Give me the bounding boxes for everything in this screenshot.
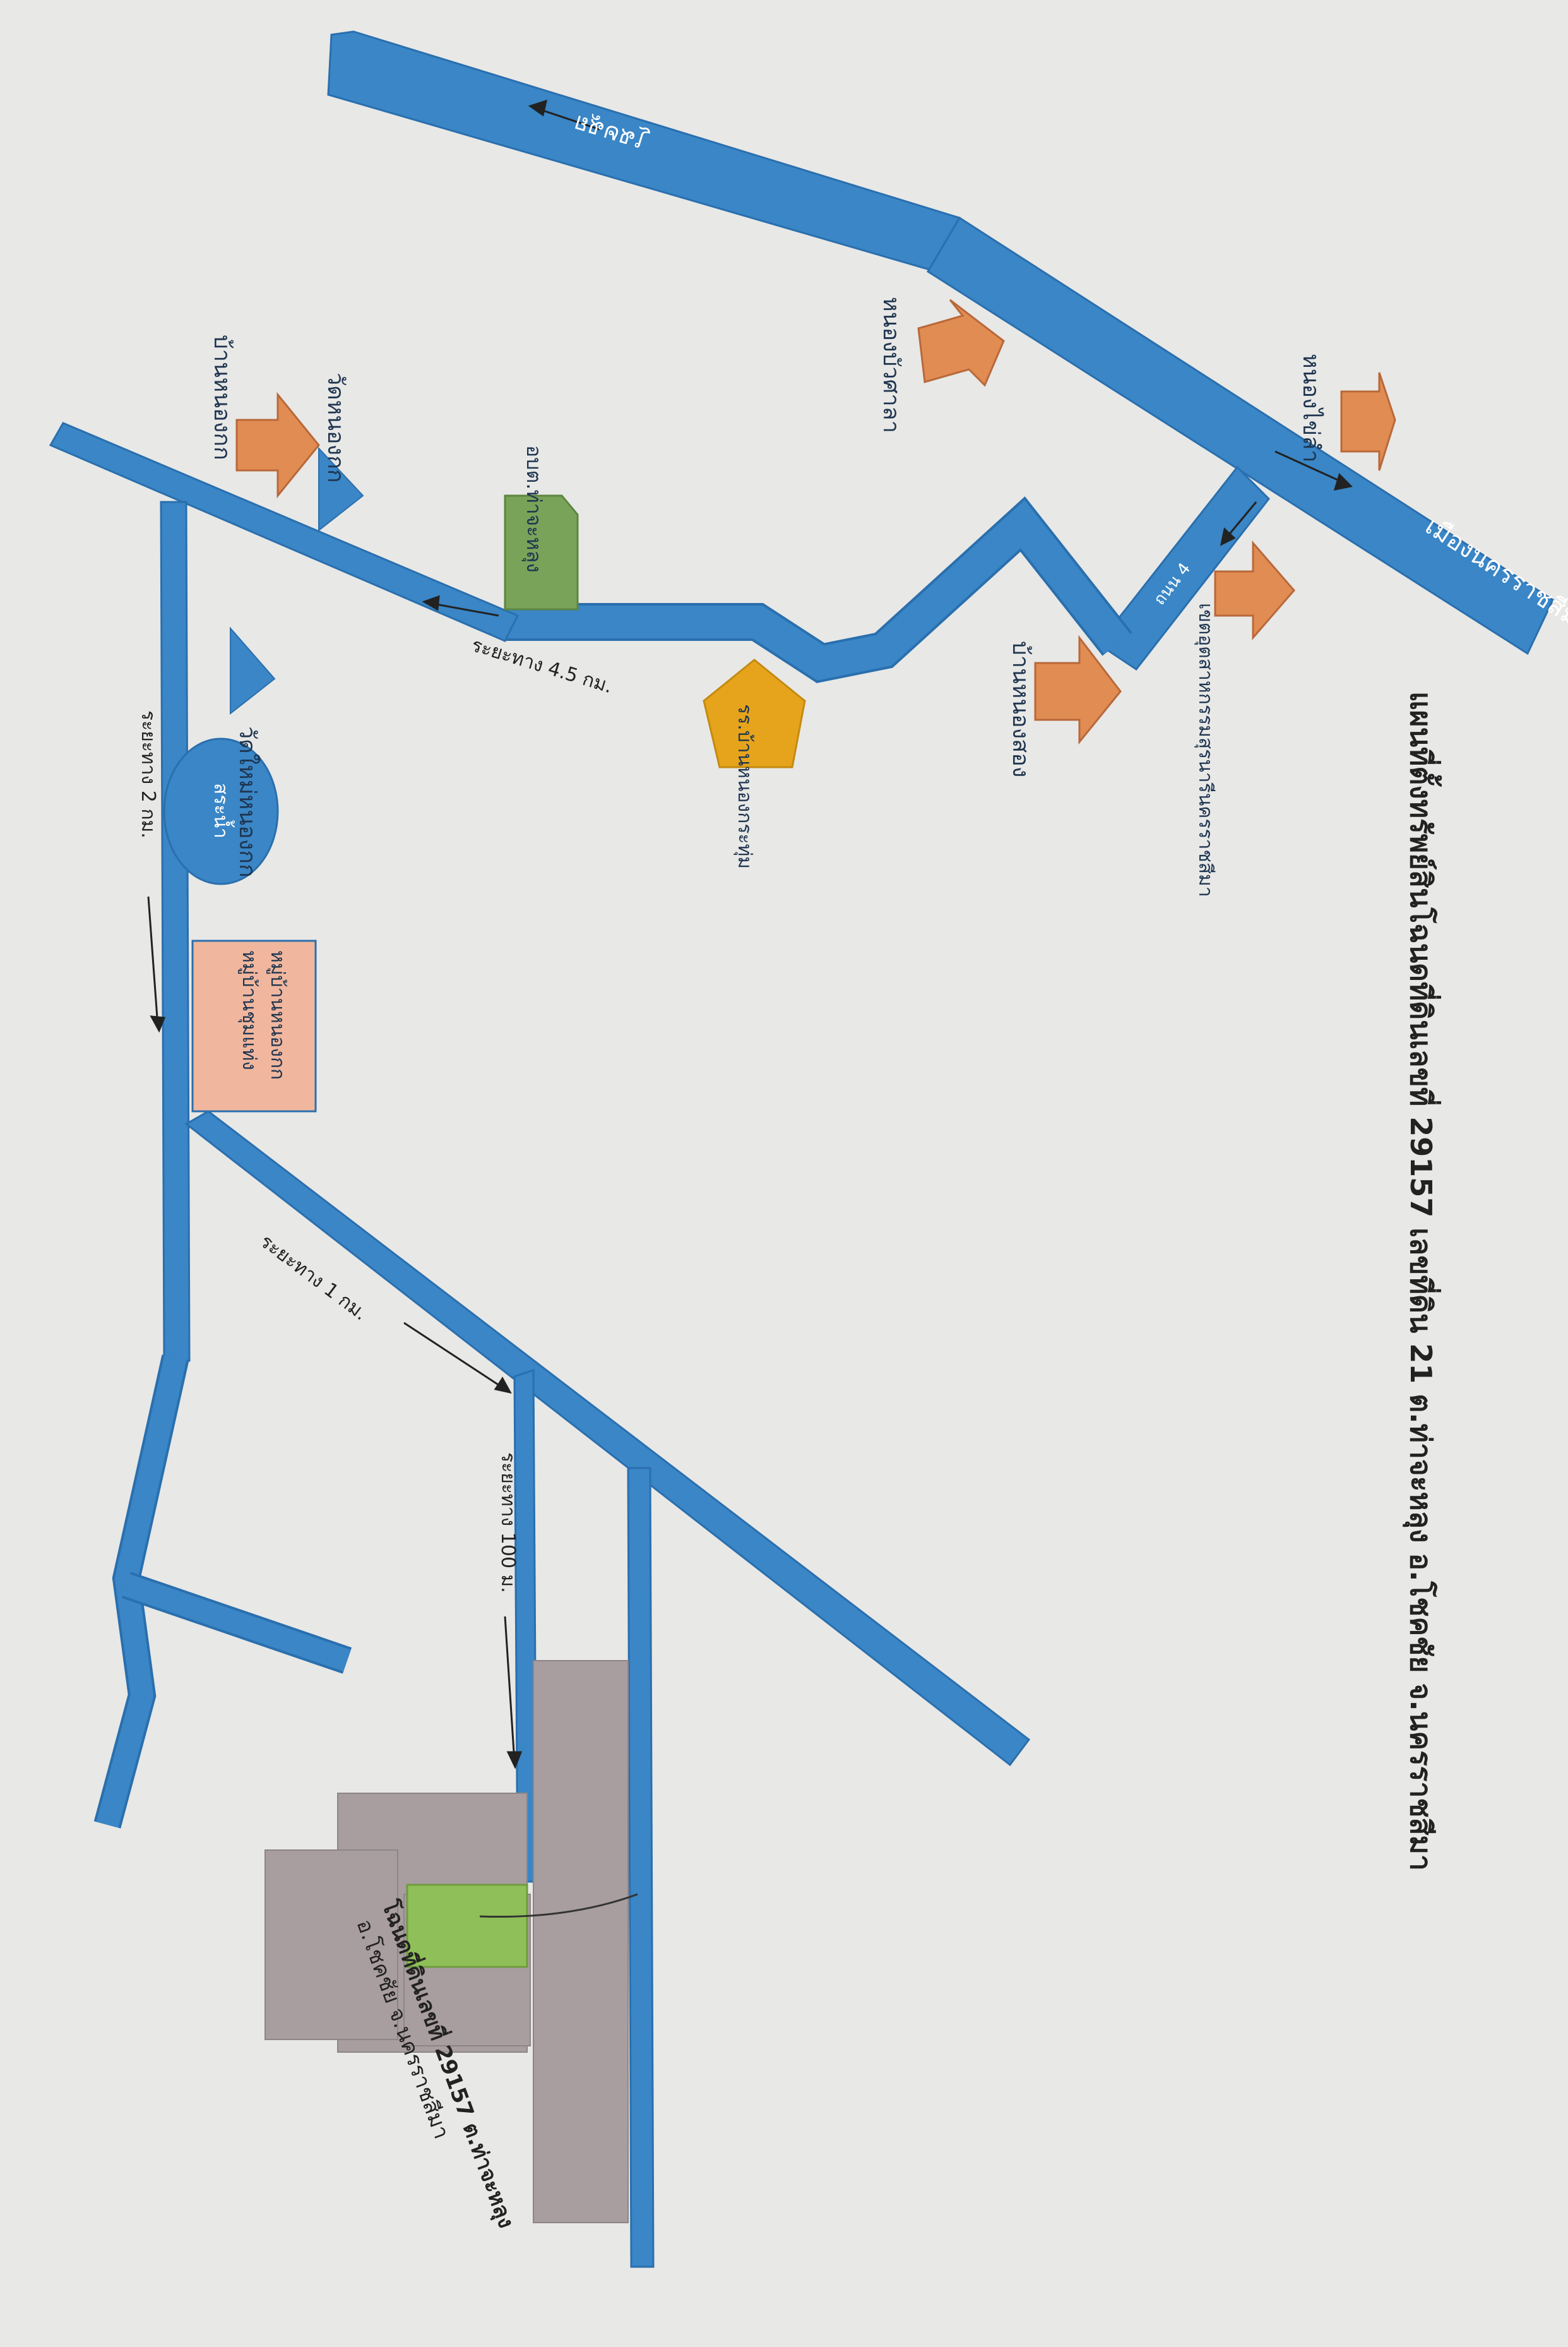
arrow-marker-icon [1034, 635, 1122, 745]
plot-small [264, 1849, 398, 2040]
spur-road [1096, 465, 1270, 671]
property-pointer-line [479, 1893, 638, 1918]
temple-flag-icon [230, 626, 276, 715]
label-industrial-estate: เขตอุตสาหกรรมสุรนารีนครราชสีมา [1194, 603, 1216, 897]
label-sao-office: อบต.ท่าจะหลุง [521, 445, 546, 573]
arrow-marker-icon [1214, 540, 1295, 641]
temple-flag-icon [318, 446, 364, 532]
land-plots [264, 1660, 638, 2223]
label-distance-100m: ระยะทาง 100 ม. [497, 1452, 519, 1593]
label-village-1: หมู่บ้านหนองกก [266, 950, 288, 1080]
arrow-marker-icon [917, 299, 1005, 387]
label-wat-mai-nong-kok: วัดใหม่หนองกก [234, 726, 261, 878]
label-ban-nong-kok: บ้านหนองกก [209, 335, 235, 460]
highway-segment-lower [926, 216, 1554, 655]
arrow-marker-icon [235, 391, 320, 499]
road-to-property-right [627, 1467, 655, 2268]
school-marker [703, 659, 806, 768]
plot-large [533, 1660, 629, 2223]
label-wat-nong-kok: วัดหนองกก [323, 373, 348, 483]
pond [163, 738, 279, 885]
label-distance-2km: ระยะทาง 2 กม. [137, 710, 159, 839]
village-box [191, 940, 317, 1113]
sao-office [504, 494, 579, 611]
vertical-road-left [160, 501, 191, 1362]
label-nong-khai-lam: หนองไข่ลำ [1298, 354, 1324, 463]
map-title: แผนที่ตั้งทรัพย์สินโฉนดที่ดินเลขที่ 2915… [1403, 691, 1442, 1871]
label-pond: สระน้ำ [210, 783, 235, 839]
road-to-nong-kok [49, 422, 520, 642]
label-ban-nong-song: บ้านหนองสอง [1007, 641, 1033, 777]
arrow-markers [235, 299, 1396, 745]
direction-arrows [147, 99, 1353, 1769]
arrow-marker-icon [1340, 372, 1396, 471]
label-school: รร.บ้านหนองกระทุ่ม [733, 704, 756, 869]
diagonal-road [184, 1110, 1031, 1767]
label-village-2: หมู่บ้านชุมแท่ง [237, 950, 260, 1070]
label-nong-bua-sala: หนองบัวศาลา [878, 297, 904, 433]
subject-property[interactable] [406, 1884, 528, 1968]
